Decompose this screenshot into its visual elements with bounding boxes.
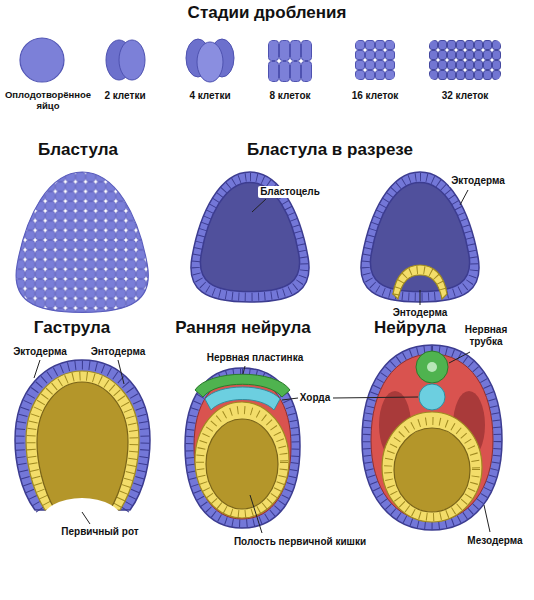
stage-label: 2 клетки — [104, 90, 145, 102]
section-heading: Гаструла — [34, 318, 110, 338]
stage-label: 32 клеток — [442, 90, 489, 102]
part-label: Эктодерма — [449, 175, 507, 187]
section-heading: Ранняя нейрула — [175, 318, 311, 338]
part-label: Эктодерма — [11, 346, 69, 358]
diagram-title: Стадии дробления — [188, 3, 347, 23]
part-label: Полость первичной кишки — [232, 536, 368, 548]
part-label: Нервная пластинка — [205, 352, 305, 364]
part-label: Мезодерма — [465, 535, 524, 547]
part-label: Первичный рот — [59, 526, 140, 538]
part-label: Нервная трубка — [454, 324, 518, 347]
part-label: Бластоцель — [258, 186, 322, 198]
stage-label: 4 клетки — [189, 90, 230, 102]
stage-label: 16 клеток — [352, 90, 399, 102]
section-heading: Нейрула — [374, 318, 446, 338]
part-label: Энтодерма — [89, 346, 148, 358]
stage-label: 8 клеток — [270, 90, 311, 102]
stage-label: Оплодотворённое яйцо — [3, 90, 93, 112]
section-heading: Бластула — [38, 140, 118, 160]
section-heading: Бластула в разрезе — [247, 140, 413, 160]
part-label: Хорда — [298, 392, 332, 404]
part-label: Энтодерма — [391, 307, 450, 319]
